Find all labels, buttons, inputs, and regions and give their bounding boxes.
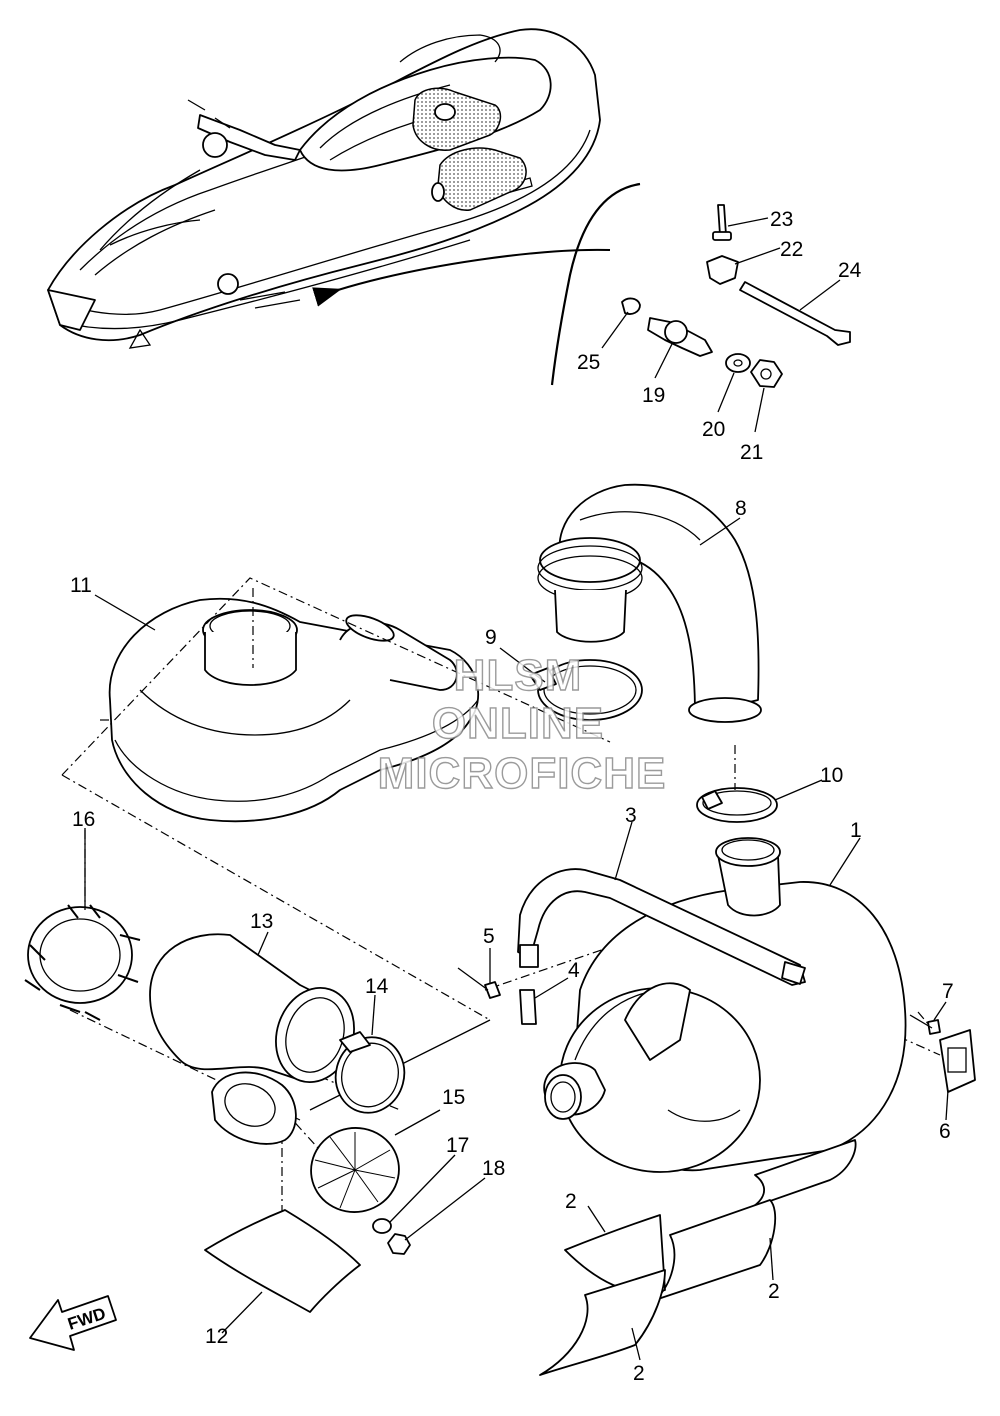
hose-clamp-14-part xyxy=(334,1031,406,1114)
callout-14: 14 xyxy=(365,975,389,998)
callout-leader-lines xyxy=(84,517,949,1361)
bracket-4-part xyxy=(519,989,537,1025)
elbow-pipe-part xyxy=(537,483,762,723)
callout-7: 7 xyxy=(942,980,954,1003)
callout-21: 21 xyxy=(740,441,763,464)
flange-ring-part xyxy=(24,904,141,1021)
muffler-part xyxy=(543,837,907,1173)
heat-shield-parts xyxy=(539,1139,857,1376)
washer-part xyxy=(725,353,751,373)
detail-pointer-arrow xyxy=(312,248,611,307)
callout-12: 12 xyxy=(205,1325,228,1348)
callout-6: 6 xyxy=(939,1120,951,1143)
callout-2: 2 xyxy=(633,1362,645,1385)
callout-24: 24 xyxy=(838,259,862,282)
callout-17: 17 xyxy=(446,1134,469,1157)
hardware-detail xyxy=(601,204,851,433)
callout-1: 1 xyxy=(850,819,862,842)
rivet-5-part xyxy=(484,981,501,999)
nut-part xyxy=(750,359,783,388)
watermark-line-2: ONLINE xyxy=(432,699,604,748)
watermark: HLSM ONLINE MICROFICHE xyxy=(377,650,667,798)
cable-tie-part xyxy=(739,281,851,346)
callout-11: 11 xyxy=(70,574,92,597)
strap-part xyxy=(517,868,806,986)
hose-clamp-9-part xyxy=(529,659,643,721)
rivet-7-part xyxy=(927,1019,941,1035)
callout-20: 20 xyxy=(702,418,725,441)
callout-2: 2 xyxy=(768,1280,780,1303)
watermark-line-1: HLSM xyxy=(454,651,583,700)
callout-23: 23 xyxy=(770,208,793,231)
clip-part xyxy=(706,255,739,285)
callout-4: 4 xyxy=(568,959,580,982)
callout-22: 22 xyxy=(780,238,803,261)
callout-19: 19 xyxy=(642,384,665,407)
callout-3: 3 xyxy=(625,804,637,827)
baffle-disc-part xyxy=(310,1127,400,1213)
callout-9: 9 xyxy=(485,626,497,649)
small-clamp-part xyxy=(621,297,641,315)
exhaust-body-part xyxy=(149,933,355,1145)
callout-5: 5 xyxy=(483,925,495,948)
callout-18: 18 xyxy=(482,1157,505,1180)
callout-labels: 1 2 2 2 3 4 5 6 7 8 9 10 11 12 13 14 15 … xyxy=(70,208,954,1385)
bracket-hardware xyxy=(457,967,976,1093)
callout-8: 8 xyxy=(735,497,747,520)
callout-2: 2 xyxy=(565,1190,577,1213)
callout-16: 16 xyxy=(72,808,95,831)
callout-25: 25 xyxy=(577,351,600,374)
callout-10: 10 xyxy=(820,764,843,787)
hose-clamp-10-part xyxy=(696,787,778,823)
detail-bracket xyxy=(550,182,641,386)
heat-shield-12-part xyxy=(204,1209,361,1313)
water-lock-part xyxy=(100,597,479,823)
washer-17-part xyxy=(372,1218,392,1234)
callout-15: 15 xyxy=(442,1086,465,1109)
callout-13: 13 xyxy=(250,910,273,933)
forward-direction-arrow xyxy=(29,1295,117,1351)
watercraft-illustration xyxy=(47,28,601,349)
watermark-line-3: MICROFICHE xyxy=(378,749,667,798)
nut-18-part xyxy=(387,1233,411,1255)
plate-6-part xyxy=(939,1029,976,1093)
rivet-pin-part xyxy=(717,204,727,236)
